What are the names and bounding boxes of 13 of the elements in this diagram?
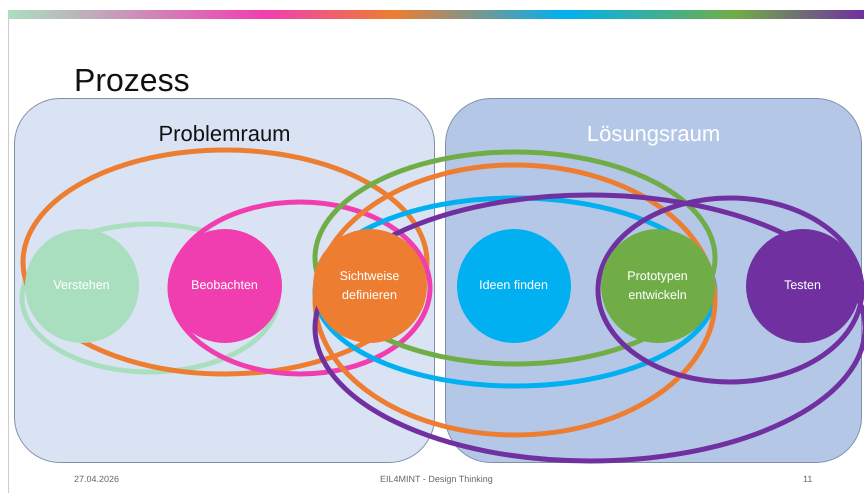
area-heading: Lösungsraum	[586, 121, 722, 147]
footer-text: 11	[803, 474, 812, 484]
step-circle: Ideen finden	[456, 228, 570, 342]
step-circle: Verstehen	[24, 228, 138, 342]
area-panel	[14, 98, 435, 463]
slide-title: Prozess	[74, 62, 190, 99]
area-panel	[445, 98, 862, 463]
step-circle: Prototypen entwickeln	[600, 228, 714, 342]
footer-text: 27.04.2026	[74, 474, 120, 484]
area-heading: Problemraum	[157, 121, 292, 147]
step-circle: Beobachten	[168, 228, 282, 342]
step-circle: Testen	[746, 228, 860, 342]
footer-text: EIL4MINT - Design Thinking	[380, 474, 493, 484]
